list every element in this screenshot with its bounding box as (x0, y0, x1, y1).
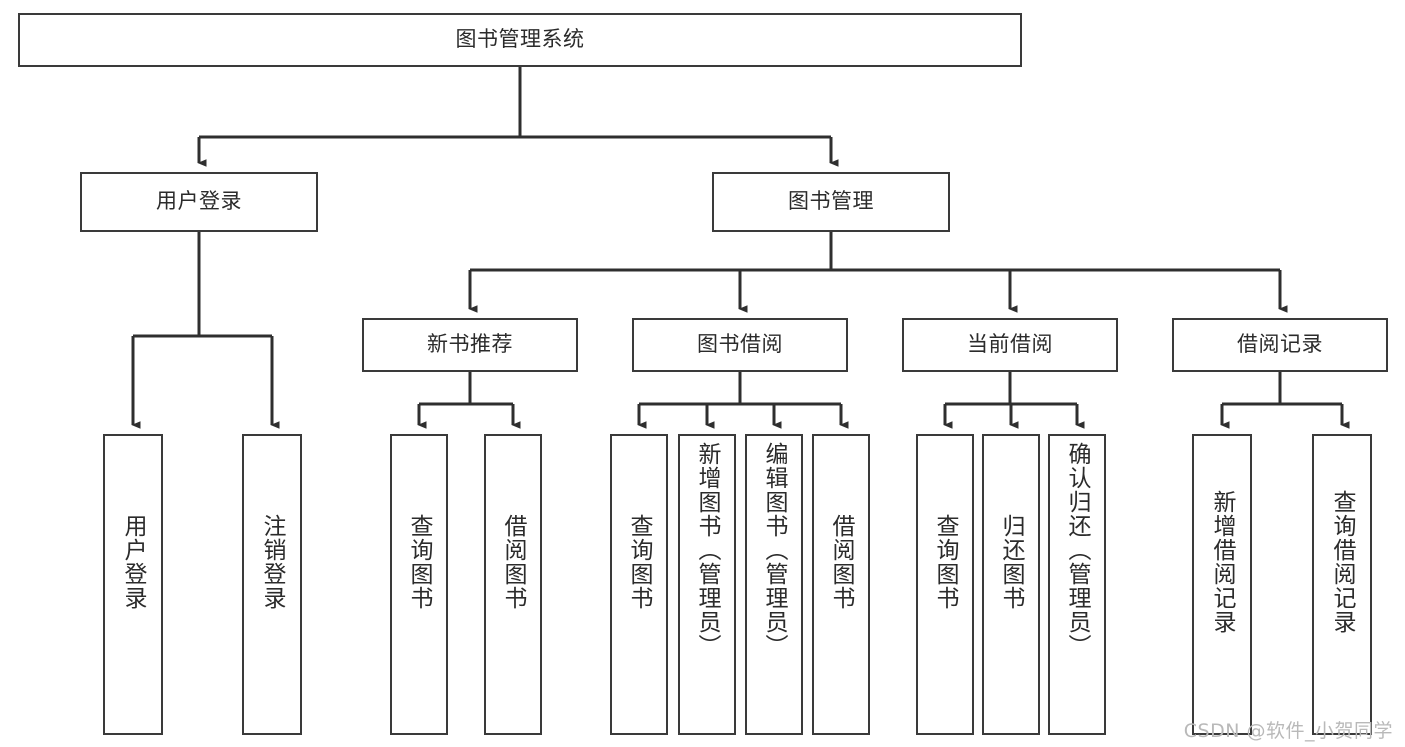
leaf-add-book-label: 新增图书（管理员） (694, 442, 721, 658)
leaf-logout[interactable]: 注销登录 (242, 434, 302, 735)
leaf-query-record-label: 查询借阅记录 (1329, 490, 1356, 634)
leaf-query-book-3-label: 查询图书 (932, 514, 959, 610)
node-new-book-rec[interactable]: 新书推荐 (362, 318, 578, 372)
leaf-add-record[interactable]: 新增借阅记录 (1192, 434, 1252, 735)
leaf-edit-book[interactable]: 编辑图书（管理员） (745, 434, 803, 735)
node-current-borrow[interactable]: 当前借阅 (902, 318, 1118, 372)
leaf-query-book-1[interactable]: 查询图书 (390, 434, 448, 735)
node-current-borrow-label: 当前借阅 (967, 332, 1053, 357)
node-borrow-record[interactable]: 借阅记录 (1172, 318, 1388, 372)
leaf-add-record-label: 新增借阅记录 (1209, 490, 1236, 634)
leaf-add-book[interactable]: 新增图书（管理员） (678, 434, 736, 735)
leaf-query-book-2[interactable]: 查询图书 (610, 434, 668, 735)
leaf-query-book-1-label: 查询图书 (406, 514, 433, 610)
leaf-query-book-2-label: 查询图书 (626, 514, 653, 610)
node-user-login-label: 用户登录 (156, 189, 242, 214)
leaf-borrow-book-1[interactable]: 借阅图书 (484, 434, 542, 735)
leaf-return-book[interactable]: 归还图书 (982, 434, 1040, 735)
node-book-borrow-label: 图书借阅 (697, 332, 783, 357)
node-borrow-record-label: 借阅记录 (1237, 332, 1323, 357)
leaf-user-login-label: 用户登录 (120, 514, 147, 610)
leaf-return-book-label: 归还图书 (998, 514, 1025, 610)
node-root-label: 图书管理系统 (455, 27, 585, 52)
leaf-query-record[interactable]: 查询借阅记录 (1312, 434, 1372, 735)
node-book-borrow[interactable]: 图书借阅 (632, 318, 848, 372)
node-root[interactable]: 图书管理系统 (18, 13, 1022, 67)
leaf-logout-label: 注销登录 (259, 514, 286, 610)
csdn-watermark: CSDN @软件_小贺同学 (1183, 720, 1393, 742)
node-new-book-rec-label: 新书推荐 (427, 332, 513, 357)
leaf-borrow-book-1-label: 借阅图书 (500, 514, 527, 610)
leaf-user-login[interactable]: 用户登录 (103, 434, 163, 735)
node-book-manage[interactable]: 图书管理 (712, 172, 950, 232)
leaf-borrow-book-2[interactable]: 借阅图书 (812, 434, 870, 735)
node-book-manage-label: 图书管理 (788, 189, 874, 214)
leaf-query-book-3[interactable]: 查询图书 (916, 434, 974, 735)
leaf-confirm-return-label: 确认归还（管理员） (1064, 442, 1091, 658)
leaf-edit-book-label: 编辑图书（管理员） (761, 442, 788, 658)
leaf-confirm-return[interactable]: 确认归还（管理员） (1048, 434, 1106, 735)
leaf-borrow-book-2-label: 借阅图书 (828, 514, 855, 610)
node-user-login[interactable]: 用户登录 (80, 172, 318, 232)
